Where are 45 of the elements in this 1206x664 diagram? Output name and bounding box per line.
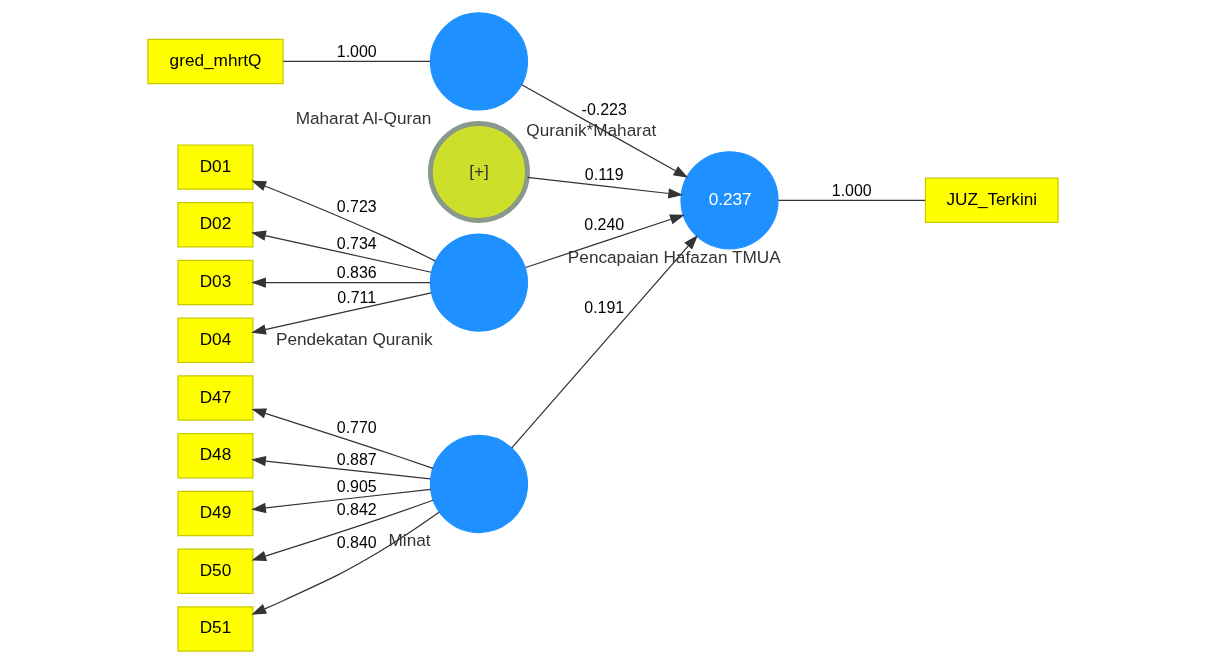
node-label: Pendekatan Quranik (275, 328, 433, 349)
node-box: JUZ_Terkini (924, 177, 1059, 223)
arrow (510, 234, 698, 449)
edge-label: 1.000 (831, 181, 872, 199)
node-box: D03 (177, 259, 254, 306)
node-circle (429, 434, 529, 534)
arrow (251, 455, 431, 480)
node-box: gred_mhrtQ (147, 38, 284, 85)
arrow (251, 277, 431, 288)
arrow (525, 214, 685, 269)
arrow (251, 230, 432, 273)
edge-label: 0.887 (336, 450, 377, 468)
node-box: D04 (177, 317, 254, 363)
node-circle (429, 233, 529, 332)
node-box: D01 (177, 144, 254, 190)
arrow (526, 176, 684, 199)
edge-label: 0.770 (336, 418, 377, 436)
edge-label: 0.711 (337, 288, 377, 306)
connector (777, 199, 926, 201)
arrow (251, 511, 440, 615)
edge-label: 0.191 (584, 298, 625, 316)
edge-label: 0.842 (336, 501, 377, 519)
node-box: D47 (177, 375, 254, 421)
arrow (251, 488, 432, 514)
edge-label: 0.905 (336, 477, 377, 495)
edge-label: 0.840 (336, 534, 377, 552)
node-box: D02 (177, 202, 254, 248)
edge-label: 0.734 (336, 234, 377, 252)
arrow (251, 408, 434, 469)
edge-label: -0.223 (581, 100, 627, 118)
connector (282, 60, 431, 63)
arrow (521, 84, 689, 178)
node-box: D50 (177, 548, 254, 594)
node-box: D49 (177, 490, 254, 537)
edge-label: 0.723 (336, 197, 377, 215)
arrow (251, 499, 434, 561)
arrow (251, 180, 436, 262)
arrow (251, 292, 432, 335)
edge-label: 0.240 (584, 216, 625, 234)
node-box: D51 (177, 606, 254, 652)
edge-label: 0.836 (336, 264, 377, 282)
node-circle (429, 12, 529, 111)
node-box: D48 (177, 433, 254, 479)
edge-label: 1.000 (336, 43, 377, 61)
edge-label: 0.119 (584, 165, 624, 183)
